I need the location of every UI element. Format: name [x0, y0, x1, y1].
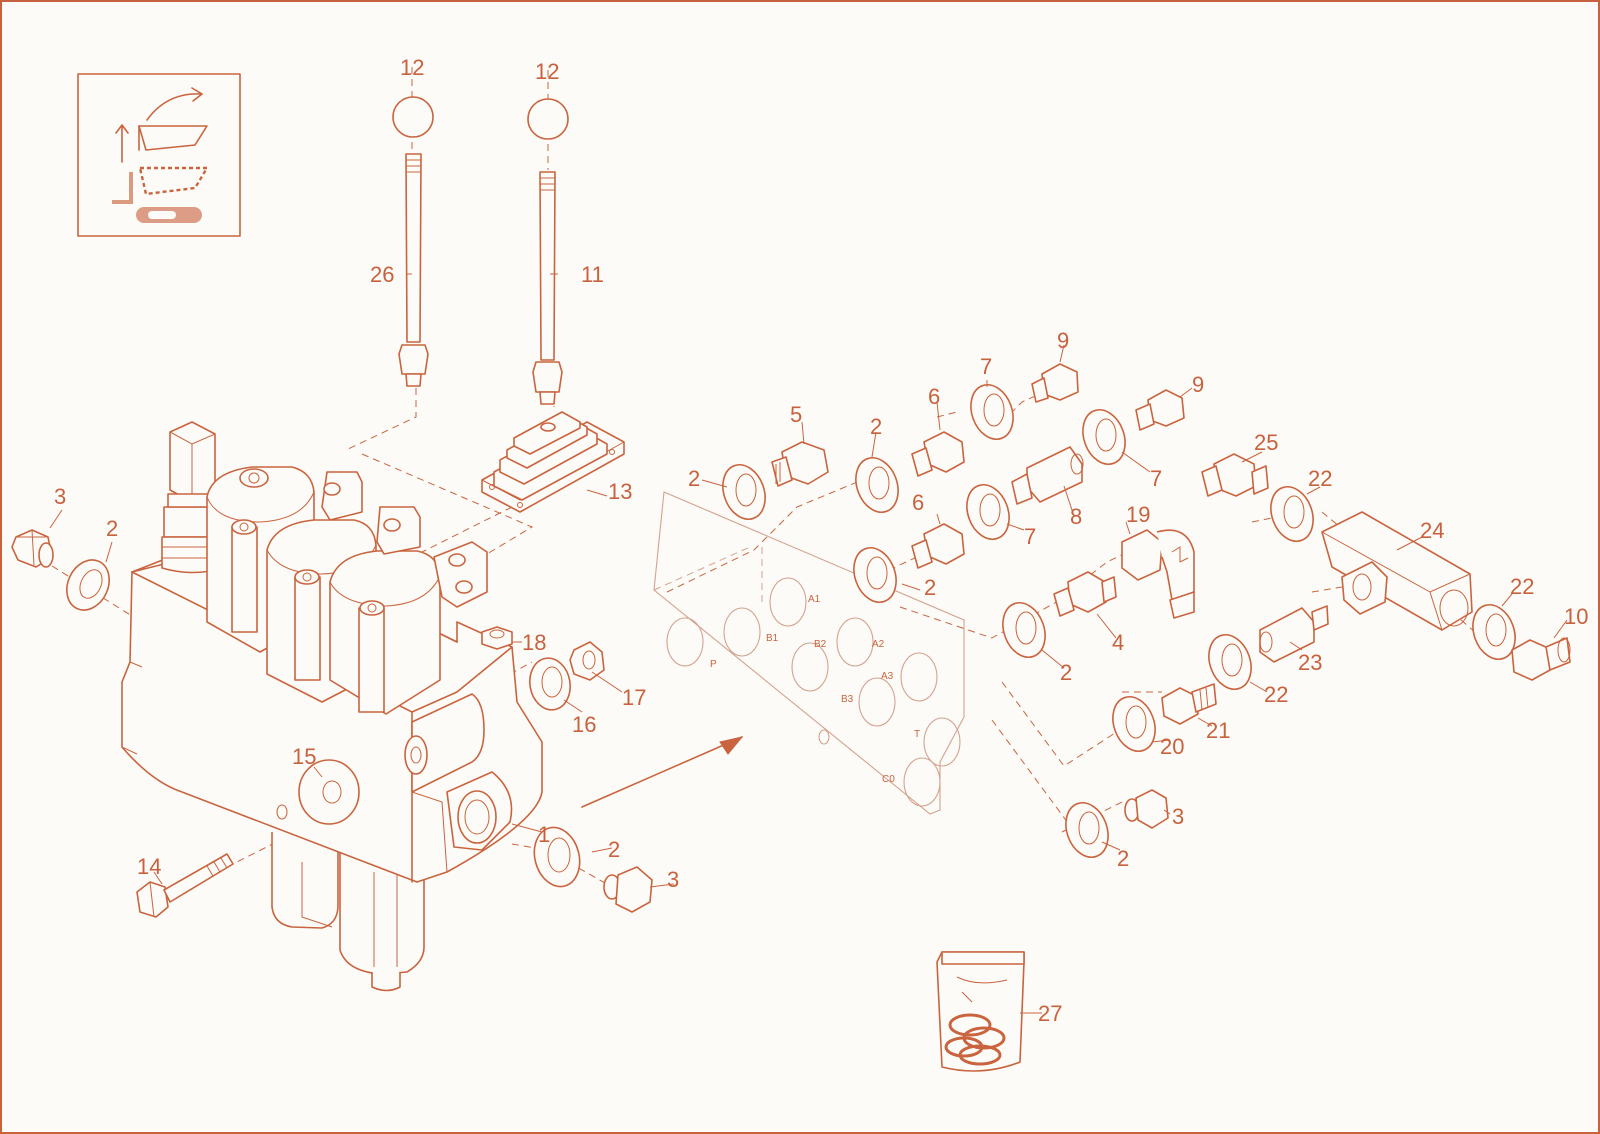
- callout-6-lower: 6: [912, 490, 924, 515]
- callout-18: 18: [522, 630, 546, 655]
- control-valve-body: [121, 421, 543, 992]
- plug-9-right: [1135, 389, 1185, 431]
- callout-23: 23: [1298, 650, 1322, 675]
- washer-15: [298, 759, 360, 825]
- callout-7-a: 7: [980, 354, 992, 379]
- washer-22-c: [1472, 604, 1516, 660]
- callout-4: 4: [1112, 630, 1124, 655]
- port-label-b2: B2: [814, 639, 827, 650]
- callout-22-a: 22: [1264, 682, 1288, 707]
- callout-2-left: 2: [106, 516, 118, 541]
- washer-22-a: [1208, 634, 1252, 690]
- callout-15: 15: [292, 744, 316, 769]
- assembly-arrow: [581, 736, 744, 808]
- callout-14: 14: [137, 854, 161, 879]
- plug-3-lower: [603, 866, 653, 913]
- adapter-4: [1053, 571, 1117, 617]
- callout-1: 1: [538, 822, 550, 847]
- callout-2-b: 2: [870, 414, 882, 439]
- callout-3-right: 3: [1172, 804, 1184, 829]
- callout-7-c: 7: [1150, 466, 1162, 491]
- callout-17: 17: [622, 685, 646, 710]
- callout-2-d: 2: [1060, 660, 1072, 685]
- fitting-6-upper: [911, 431, 965, 477]
- washer-16: [528, 657, 572, 711]
- plug-3-left: [11, 529, 54, 568]
- washer-22-b: [1270, 486, 1314, 542]
- callout-8: 8: [1070, 504, 1082, 529]
- port-label-p: P: [710, 659, 717, 670]
- port-label-a1: A1: [808, 594, 821, 605]
- callout-2-a: 2: [688, 466, 700, 491]
- callout-27: 27: [1038, 1001, 1062, 1026]
- callout-3-lower: 3: [667, 867, 679, 892]
- callout-labels: 12 12 26 11 13 3 2 18 17 16 15 1 2 3 14 …: [54, 55, 1588, 1026]
- washer-2-b: [855, 457, 899, 513]
- port-label-b3: B3: [841, 694, 854, 705]
- port-label-a3: A3: [881, 671, 894, 682]
- seal-kit-bag-27: [936, 951, 1025, 1072]
- callout-2-lower: 2: [608, 837, 620, 862]
- callout-3-left: 3: [54, 484, 66, 509]
- washer-2-a: [722, 464, 766, 520]
- nut-18: [481, 626, 513, 650]
- callout-2-e: 2: [1117, 846, 1129, 871]
- washer-7-b: [966, 484, 1010, 540]
- callout-10: 10: [1564, 604, 1588, 629]
- callout-2-c: 2: [924, 575, 936, 600]
- tee-block-24: [1321, 511, 1473, 631]
- callout-5: 5: [790, 402, 802, 427]
- connector-8: [1011, 446, 1084, 505]
- fitting-6-lower: [911, 523, 965, 569]
- washer-2-c: [853, 547, 897, 603]
- manifold-port-face: [653, 491, 965, 815]
- callout-6-upper: 6: [928, 384, 940, 409]
- washer-2-left: [66, 559, 110, 611]
- callout-22-b: 22: [1308, 466, 1332, 491]
- port-label-b1: B1: [766, 633, 779, 644]
- callout-7-b: 7: [1024, 524, 1036, 549]
- lever-rod-11: [532, 171, 563, 405]
- bolt-14: [136, 853, 234, 918]
- plug-3-right: [1124, 789, 1169, 829]
- port-label-a2: A2: [872, 639, 885, 650]
- adapter-5: [771, 441, 829, 487]
- callout-12-right: 12: [535, 59, 559, 84]
- callout-19: 19: [1126, 502, 1150, 527]
- callout-24: 24: [1420, 518, 1444, 543]
- washer-20: [1112, 696, 1156, 752]
- callout-16: 16: [572, 712, 596, 737]
- callout-20: 20: [1160, 734, 1184, 759]
- callout-9-upper: 9: [1057, 328, 1069, 353]
- knob-12-right: [527, 98, 569, 140]
- adapter-21: [1161, 683, 1217, 725]
- plug-9-upper: [1031, 363, 1079, 403]
- lever-rod-26: [398, 153, 429, 387]
- callout-21: 21: [1206, 718, 1230, 743]
- rubber-boot-13: [481, 411, 625, 513]
- washer-7-c: [1082, 409, 1126, 465]
- elbow-19: [1121, 529, 1195, 619]
- washer-2-e: [1065, 802, 1109, 858]
- washer-7-a: [970, 384, 1014, 440]
- knob-12-left: [392, 96, 434, 138]
- callout-22-c: 22: [1510, 574, 1534, 599]
- adapter-25: [1201, 453, 1269, 497]
- callout-11: 11: [581, 262, 604, 287]
- washer-2-d: [1002, 602, 1046, 658]
- washer-2-lower: [533, 826, 581, 888]
- callout-9-right: 9: [1192, 372, 1204, 397]
- port-label-t: T: [914, 729, 920, 740]
- port-label-c0: C0: [882, 774, 895, 785]
- callout-13: 13: [608, 479, 632, 504]
- callout-26: 26: [370, 262, 394, 287]
- callout-25: 25: [1254, 430, 1278, 455]
- callout-leaders: [49, 273, 1568, 1014]
- nut-17: [569, 641, 605, 681]
- callout-12-left: 12: [400, 55, 424, 80]
- adapter-10: [1511, 637, 1571, 681]
- loader-bucket-lift-icon: [77, 73, 241, 237]
